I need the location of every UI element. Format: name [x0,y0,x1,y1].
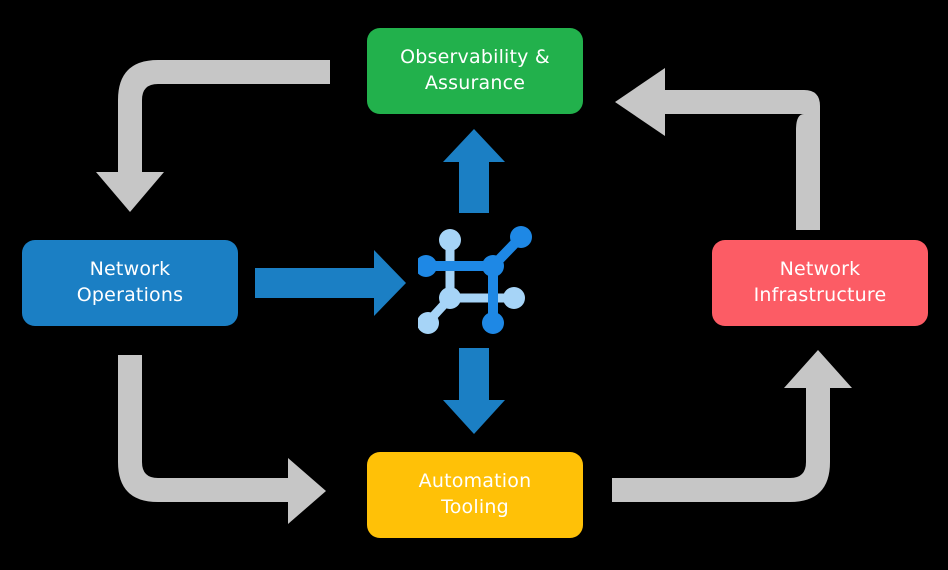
arrow-automation-to-infrastructure [612,350,852,502]
network-icon-primary-nodes [418,226,532,334]
node-observability-label: Observability & Assurance [400,46,550,94]
arrow-infrastructure-to-observability [615,68,820,230]
node-observability-assurance[interactable]: Observability & Assurance [367,28,583,114]
node-network-infrastructure[interactable]: Network Infrastructure [712,240,928,326]
arrow-observability-to-operations [96,60,330,212]
arrow-operations-to-center [255,250,406,316]
network-topology-icon [418,226,532,334]
node-network-operations-label: Network Operations [76,258,184,306]
arrow-center-to-automation [443,348,505,434]
node-automation-tooling-label: Automation Tooling [418,470,532,518]
arrow-center-to-observability [443,129,505,213]
arrow-operations-to-automation [118,355,326,524]
node-network-operations[interactable]: Network Operations [22,240,238,326]
node-automation-tooling[interactable]: Automation Tooling [367,452,583,538]
node-network-infrastructure-label: Network Infrastructure [753,258,887,306]
network-icon-secondary-nodes [418,229,525,334]
